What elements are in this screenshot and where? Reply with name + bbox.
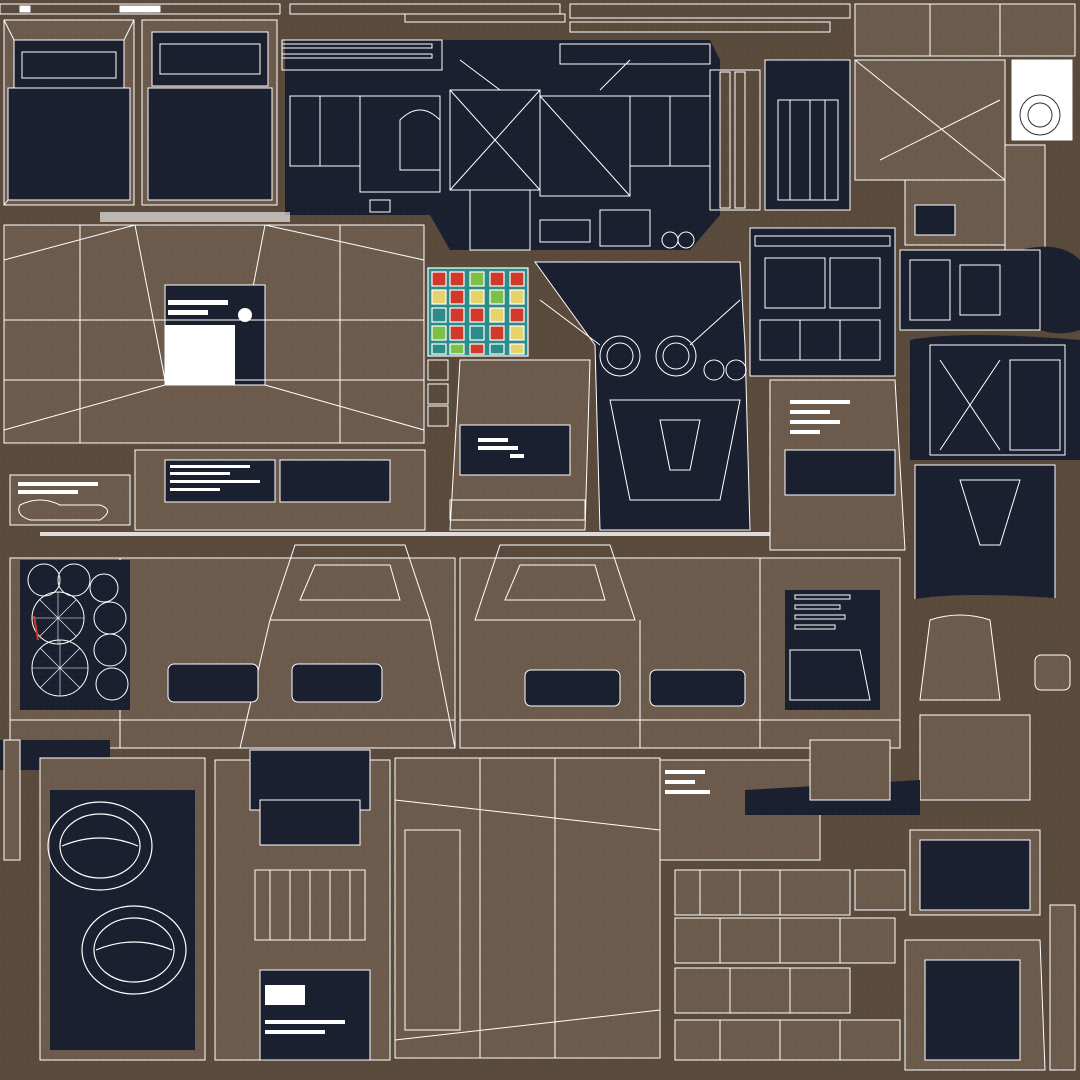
top-right-panel	[854, 3, 1076, 251]
color-patch-grid	[427, 267, 529, 357]
top-right-strips	[709, 59, 851, 211]
door-panel-right	[769, 379, 1056, 606]
dash-centre-panel	[534, 261, 751, 531]
dash-lower-left	[9, 449, 426, 531]
small-column-tiles	[427, 359, 449, 427]
hood-panel	[3, 212, 425, 444]
side-panel-right	[459, 544, 901, 749]
divider-strip	[40, 532, 770, 536]
right-middle-grid-panel	[749, 227, 1066, 456]
bottom-left-wheel-panel	[0, 739, 206, 1061]
stacked-strips	[659, 739, 920, 1061]
wheel-circles	[27, 563, 129, 701]
red-mark	[33, 615, 39, 641]
seat-parts-right	[904, 595, 1080, 1071]
side-panel-left	[9, 544, 456, 749]
door-panel-centre	[449, 359, 591, 531]
floor-panel	[214, 749, 661, 1061]
cab-interior-upper	[281, 13, 720, 251]
top-left-window-panels	[3, 19, 278, 206]
